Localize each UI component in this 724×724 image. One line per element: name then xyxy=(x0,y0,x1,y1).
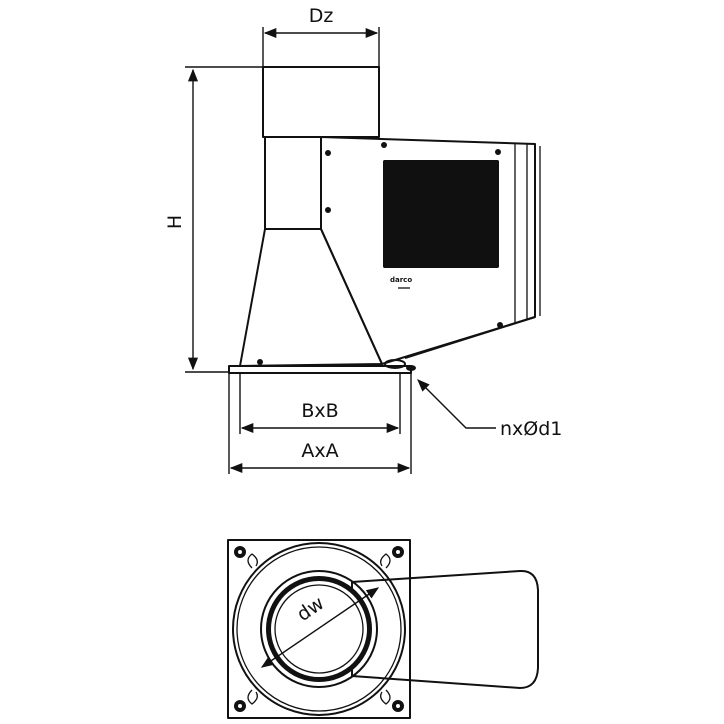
label-nxd1: nxØd1 xyxy=(500,418,562,440)
top-view: dw xyxy=(227,539,539,719)
dim-dz: Dz xyxy=(262,5,380,67)
dim-dw xyxy=(260,587,380,668)
square-base-plate xyxy=(227,539,411,719)
cone-outer-circle xyxy=(232,542,406,716)
label-bxb: BxB xyxy=(301,400,338,422)
motor-housing-top xyxy=(351,569,539,689)
brand-logo: darco xyxy=(390,276,412,284)
outlet-pipe xyxy=(262,66,380,138)
label-h: H xyxy=(164,215,186,229)
dim-h: H xyxy=(164,66,263,373)
side-view: darco xyxy=(228,66,541,374)
label-axa: AxA xyxy=(301,440,338,462)
dim-axa: AxA xyxy=(228,373,412,474)
dim-nxd1: nxØd1 xyxy=(417,379,562,440)
dim-bxb: BxB xyxy=(239,373,401,434)
base-plate xyxy=(228,365,412,374)
pipe-neck xyxy=(264,136,322,230)
base-cone xyxy=(239,228,383,367)
label-dz: Dz xyxy=(309,5,334,27)
